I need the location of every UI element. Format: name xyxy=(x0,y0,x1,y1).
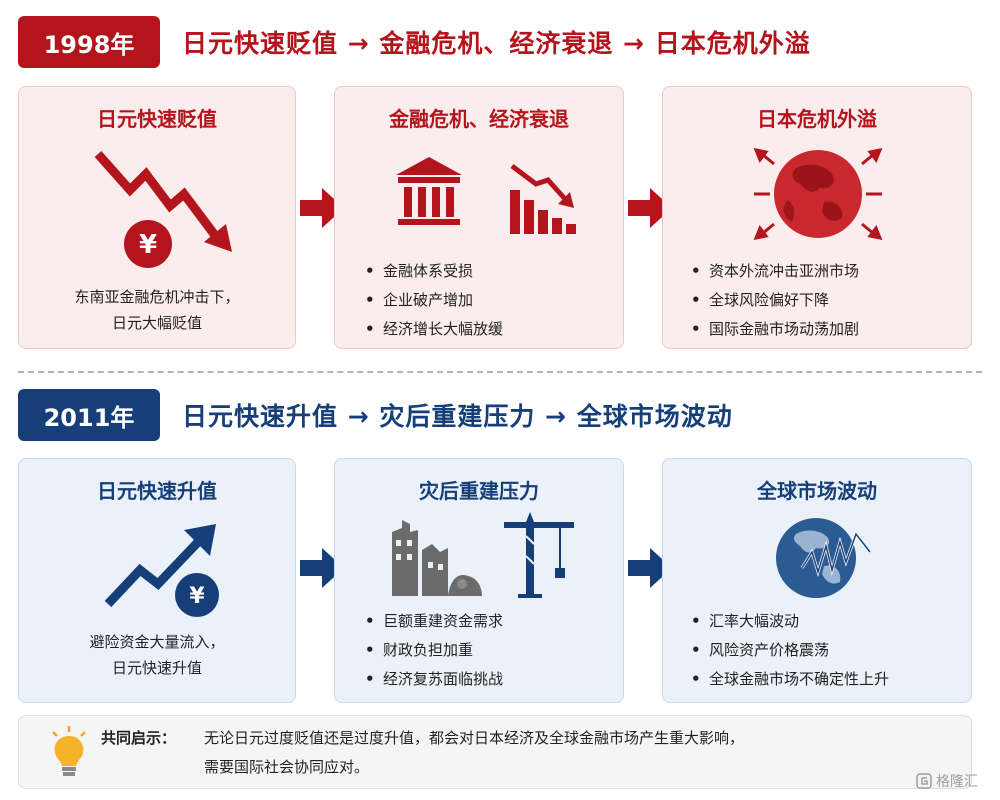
list-item: 汇率大幅波动 xyxy=(691,607,889,636)
card-title: 日元快速贬值 xyxy=(97,107,217,131)
header-title-1998: 日元快速贬值 → 金融危机、经济衰退 → 日本危机外溢 xyxy=(182,29,811,58)
list-item: 财政负担加重 xyxy=(365,636,503,665)
header-title-2011: 日元快速升值 → 灾后重建压力 → 全球市场波动 xyxy=(182,402,733,431)
yen-coin-icon: ¥ xyxy=(124,220,172,268)
falling-arrow-icon xyxy=(94,151,232,252)
desc-line: 日元快速升值 xyxy=(111,659,202,677)
watermark: 格隆汇 xyxy=(916,771,978,791)
bullet-list: 资本外流冲击亚洲市场 全球风险偏好下降 国际金融市场动荡加剧 xyxy=(691,257,859,344)
card-title: 日元快速升值 xyxy=(97,479,217,503)
lightbulb-icon xyxy=(52,726,86,776)
desc-line: 日元大幅贬值 xyxy=(111,314,202,332)
logo-icon xyxy=(916,773,932,789)
card-2011-reconstruction: 灾后重建压力 巨额重建资金需求 财政负担加重 经济复苏面临挑战 xyxy=(334,458,624,703)
card-title: 金融危机、经济衰退 xyxy=(389,107,569,131)
desc-line: 东南亚金融危机冲击下， xyxy=(74,288,240,306)
globe-chart-icon xyxy=(776,518,872,598)
card-1998-spillover: 日本危机外溢 资本外流冲击亚洲市场 全球风险偏好下降 国际金融市场动荡加剧 xyxy=(662,86,972,349)
list-item: 经济复苏面临挑战 xyxy=(365,665,503,694)
list-item: 金融体系受损 xyxy=(365,257,503,286)
card-desc: 东南亚金融危机冲击下， 日元大幅贬值 xyxy=(18,284,296,336)
spillover-arrows-icon xyxy=(753,147,883,241)
flow-arrow-icon xyxy=(628,188,672,228)
list-item: 资本外流冲击亚洲市场 xyxy=(691,257,859,286)
summary-text-line: 需要国际社会协同应对。 xyxy=(204,758,370,776)
list-item: 巨额重建资金需求 xyxy=(365,607,503,636)
list-item: 企业破产增加 xyxy=(365,286,503,315)
summary-label: 共同启示： xyxy=(101,729,177,747)
globe-icon xyxy=(753,147,883,241)
flow-arrow-icon xyxy=(628,548,672,588)
declining-bar-chart-icon xyxy=(510,164,576,234)
crane-icon xyxy=(504,512,574,598)
svg-text:¥: ¥ xyxy=(189,584,205,609)
list-item: 全球风险偏好下降 xyxy=(691,286,859,315)
flow-arrow-icon xyxy=(300,188,344,228)
watermark-text: 格隆汇 xyxy=(936,774,978,790)
list-item: 全球金融市场不确定性上升 xyxy=(691,665,889,694)
damaged-buildings-icon xyxy=(392,520,482,596)
desc-line: 避险资金大量流入， xyxy=(89,633,225,651)
summary-box: 共同启示： 无论日元过度贬值还是过度升值，都会对日本经济及全球金融市场产生重大影… xyxy=(18,715,972,789)
bullet-list: 汇率大幅波动 风险资产价格震荡 全球金融市场不确定性上升 xyxy=(691,607,889,694)
year-badge-1998: 1998年 xyxy=(18,16,160,68)
list-item: 国际金融市场动荡加剧 xyxy=(691,315,859,344)
bank-icon xyxy=(396,157,462,225)
section-divider xyxy=(18,371,982,373)
yen-coin-icon: ¥ xyxy=(175,573,219,617)
rising-arrow-icon xyxy=(104,524,216,608)
card-1998-depreciation: 日元快速贬值 xyxy=(18,86,296,349)
list-item: 风险资产价格震荡 xyxy=(691,636,889,665)
list-item: 经济增长大幅放缓 xyxy=(365,315,503,344)
summary-text-line: 无论日元过度贬值还是过度升值，都会对日本经济及全球金融市场产生重大影响， xyxy=(204,729,745,747)
card-title: 灾后重建压力 xyxy=(419,479,539,503)
header-2011: 2011年 日元快速升值 → 灾后重建压力 → 全球市场波动 xyxy=(18,389,733,441)
card-1998-crisis: 金融危机、经济衰退 金融体系受损 企业破产增加 经济增长大幅放缓 xyxy=(334,86,624,349)
flow-arrow-icon xyxy=(300,548,344,588)
card-desc: 避险资金大量流入， 日元快速升值 xyxy=(18,629,296,681)
year-badge-2011: 2011年 xyxy=(18,389,160,441)
svg-text:¥: ¥ xyxy=(139,230,157,260)
card-title: 全球市场波动 xyxy=(757,479,877,503)
header-1998: 1998年 日元快速贬值 → 金融危机、经济衰退 → 日本危机外溢 xyxy=(18,16,811,68)
card-title: 日本危机外溢 xyxy=(757,107,877,131)
bullet-list: 金融体系受损 企业破产增加 经济增长大幅放缓 xyxy=(365,257,503,344)
bullet-list: 巨额重建资金需求 财政负担加重 经济复苏面临挑战 xyxy=(365,607,503,694)
